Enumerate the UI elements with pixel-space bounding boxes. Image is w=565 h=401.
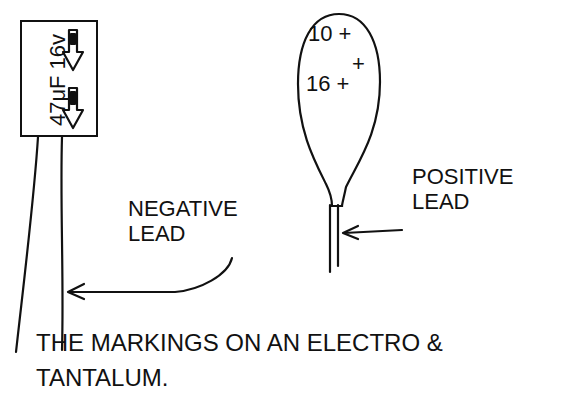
arrow-head: [343, 226, 358, 239]
leader-arrow: [344, 230, 402, 233]
arrow-head: [68, 284, 84, 299]
lead-label: POSITIVE LEAD: [412, 164, 532, 215]
capacitor-lead: [329, 205, 331, 272]
capacitor-lead: [61, 137, 62, 350]
capacitor-lead: [16, 137, 38, 352]
capacitor-marking: +: [352, 52, 365, 76]
capacitor-marking: 47μF 16v: [46, 34, 70, 126]
electrolytic-capacitor: 47μF 16v: [20, 20, 98, 137]
capacitor-marking: 16 +: [306, 72, 349, 96]
capacitor-lead: [337, 205, 339, 266]
caption: THE MARKINGS ON AN ELECTRO & TANTALUM.: [36, 326, 526, 396]
lead-label: NEGATIVE LEAD: [128, 196, 248, 247]
leader-arrow: [70, 258, 232, 292]
tantalum-capacitor: 10 ++16 +: [296, 12, 382, 208]
capacitor-marking: 10 +: [308, 22, 351, 46]
